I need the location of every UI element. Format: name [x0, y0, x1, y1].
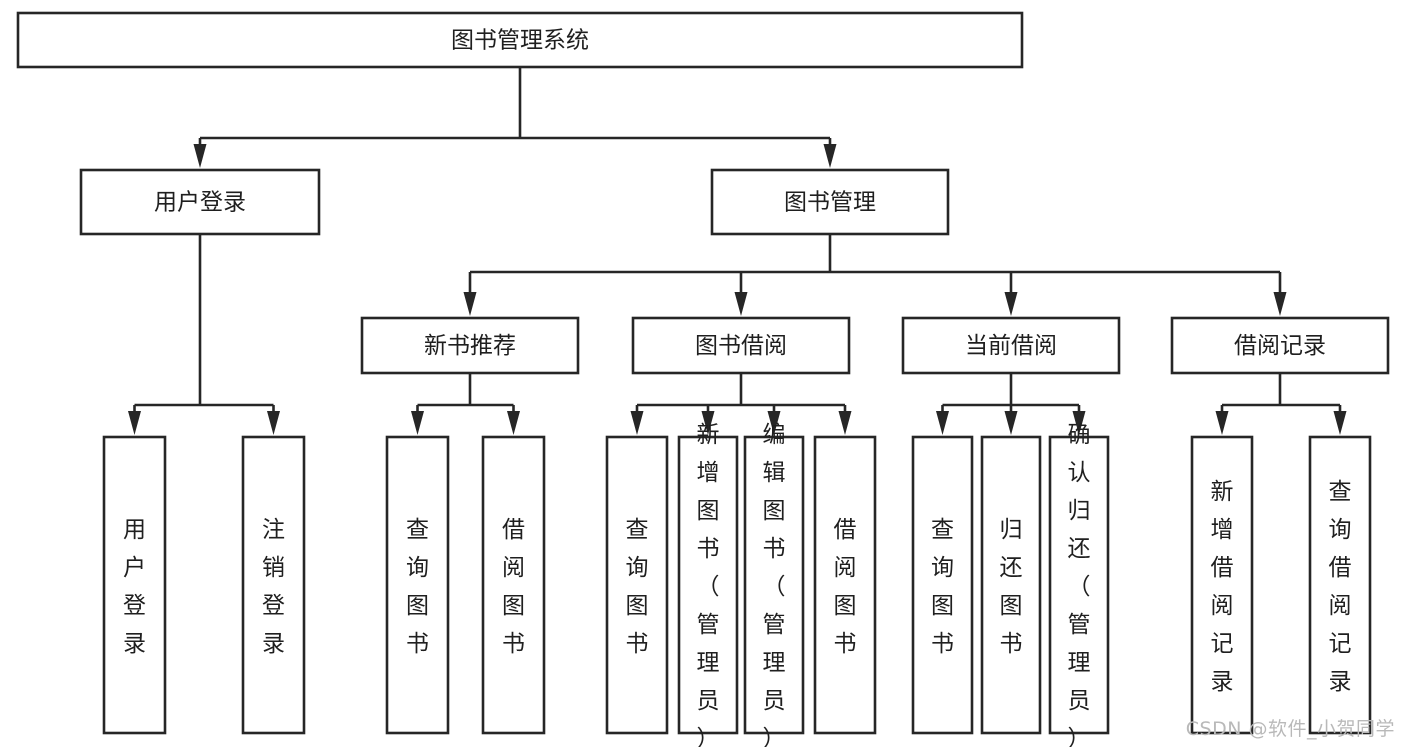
node-box-root[interactable] — [16, 11, 1024, 69]
arrow-head-icon — [411, 411, 424, 435]
connector-group-current-borrow — [936, 373, 1086, 435]
arrow-head-icon — [630, 411, 644, 435]
node-label-leaf-confirm-return: 确认归还（管理员） — [1068, 422, 1091, 747]
node-box-user-login[interactable] — [79, 168, 321, 236]
node-box-book-manage[interactable] — [710, 168, 950, 236]
node-box-leaf-user-login[interactable] — [102, 435, 167, 735]
arrow-head-icon — [1333, 411, 1347, 435]
arrow-head-icon — [1072, 411, 1086, 435]
nodes-layer: 图书管理系统用户登录图书管理新书推荐图书借阅当前借阅借阅记录用户登录注销登录查询… — [16, 11, 1390, 747]
arrow-head-icon — [936, 411, 949, 435]
node-current-borrow[interactable]: 当前借阅 — [901, 316, 1121, 375]
connector-group-new-book-recommend — [411, 373, 520, 435]
node-label-borrow-record: 借阅记录 — [1234, 333, 1326, 359]
node-label-leaf-borrow-book-1: 借阅图书 — [502, 517, 525, 657]
node-box-borrow-record[interactable] — [1170, 316, 1390, 375]
node-leaf-add-record[interactable]: 新增借阅记录 — [1190, 435, 1254, 735]
node-box-leaf-query-book-1[interactable] — [385, 435, 450, 735]
node-box-leaf-query-book-3[interactable] — [911, 435, 974, 735]
node-label-book-manage: 图书管理 — [784, 190, 876, 216]
node-box-leaf-query-book-2[interactable] — [605, 435, 669, 735]
node-new-book-recommend[interactable]: 新书推荐 — [360, 316, 580, 375]
node-label-leaf-logout: 注销登录 — [262, 517, 285, 657]
node-box-leaf-add-book[interactable] — [677, 435, 739, 735]
arrow-head-icon — [1004, 292, 1018, 316]
node-leaf-query-record[interactable]: 查询借阅记录 — [1308, 435, 1372, 735]
node-box-leaf-borrow-book-1[interactable] — [481, 435, 546, 735]
arrow-head-icon — [767, 411, 781, 435]
node-leaf-borrow-book-2[interactable]: 借阅图书 — [813, 435, 877, 735]
node-leaf-add-book[interactable]: 新增图书（管理员） — [677, 422, 739, 747]
node-leaf-logout[interactable]: 注销登录 — [241, 435, 306, 735]
node-user-login[interactable]: 用户登录 — [79, 168, 321, 236]
node-label-leaf-add-record: 新增借阅记录 — [1211, 479, 1234, 695]
node-box-leaf-edit-book[interactable] — [743, 435, 805, 735]
node-box-current-borrow[interactable] — [901, 316, 1121, 375]
arrow-head-icon — [507, 411, 520, 435]
connector-group-root — [193, 67, 837, 168]
node-leaf-confirm-return[interactable]: 确认归还（管理员） — [1048, 422, 1110, 747]
connector-group-user-login — [128, 234, 280, 435]
node-label-leaf-query-book-3: 查询图书 — [931, 517, 954, 657]
arrow-head-icon — [267, 411, 280, 435]
node-leaf-query-book-2[interactable]: 查询图书 — [605, 435, 669, 735]
node-book-manage[interactable]: 图书管理 — [710, 168, 950, 236]
node-box-leaf-return-book[interactable] — [980, 435, 1042, 735]
watermark-text: CSDN @软件_小贺同学 — [1185, 718, 1395, 740]
arrow-head-icon — [128, 411, 141, 435]
node-box-leaf-add-record[interactable] — [1190, 435, 1254, 735]
arrow-head-icon — [1004, 411, 1018, 435]
arrow-head-icon — [701, 411, 715, 435]
node-box-leaf-borrow-book-2[interactable] — [813, 435, 877, 735]
node-leaf-return-book[interactable]: 归还图书 — [980, 435, 1042, 735]
node-root[interactable]: 图书管理系统 — [16, 11, 1024, 69]
node-label-leaf-query-book-1: 查询图书 — [406, 517, 429, 657]
arrow-head-icon — [1273, 292, 1287, 316]
connector-group-borrow-record — [1215, 373, 1347, 435]
node-label-current-borrow: 当前借阅 — [965, 333, 1057, 359]
node-label-leaf-query-book-2: 查询图书 — [626, 517, 649, 657]
node-box-leaf-logout[interactable] — [241, 435, 306, 735]
node-leaf-edit-book[interactable]: 编辑图书（管理员） — [743, 422, 805, 747]
node-leaf-query-book-1[interactable]: 查询图书 — [385, 435, 450, 735]
node-label-leaf-query-record: 查询借阅记录 — [1329, 479, 1352, 695]
arrow-head-icon — [823, 144, 837, 168]
arrow-head-icon — [734, 292, 748, 316]
node-label-root: 图书管理系统 — [451, 28, 589, 54]
node-borrow-record[interactable]: 借阅记录 — [1170, 316, 1390, 375]
node-label-leaf-edit-book: 编辑图书（管理员） — [763, 422, 786, 747]
arrow-head-icon — [193, 144, 207, 168]
arrow-head-icon — [463, 292, 477, 316]
connector-group-book-borrow — [630, 373, 852, 435]
node-label-user-login: 用户登录 — [154, 190, 246, 216]
node-label-new-book-recommend: 新书推荐 — [424, 333, 516, 359]
node-box-leaf-query-record[interactable] — [1308, 435, 1372, 735]
node-leaf-user-login[interactable]: 用户登录 — [102, 435, 167, 735]
node-label-leaf-borrow-book-2: 借阅图书 — [834, 517, 857, 657]
node-leaf-borrow-book-1[interactable]: 借阅图书 — [481, 435, 546, 735]
node-label-leaf-add-book: 新增图书（管理员） — [697, 422, 720, 747]
node-box-new-book-recommend[interactable] — [360, 316, 580, 375]
node-book-borrow[interactable]: 图书借阅 — [631, 316, 851, 375]
node-box-leaf-confirm-return[interactable] — [1048, 435, 1110, 735]
arrow-head-icon — [838, 411, 852, 435]
node-label-leaf-return-book: 归还图书 — [1000, 517, 1023, 657]
connectors-layer — [128, 67, 1347, 435]
node-leaf-query-book-3[interactable]: 查询图书 — [911, 435, 974, 735]
node-label-leaf-user-login: 用户登录 — [123, 517, 146, 657]
node-box-book-borrow[interactable] — [631, 316, 851, 375]
connector-group-book-manage — [463, 234, 1287, 316]
arrow-head-icon — [1215, 411, 1229, 435]
node-label-book-borrow: 图书借阅 — [695, 333, 787, 359]
